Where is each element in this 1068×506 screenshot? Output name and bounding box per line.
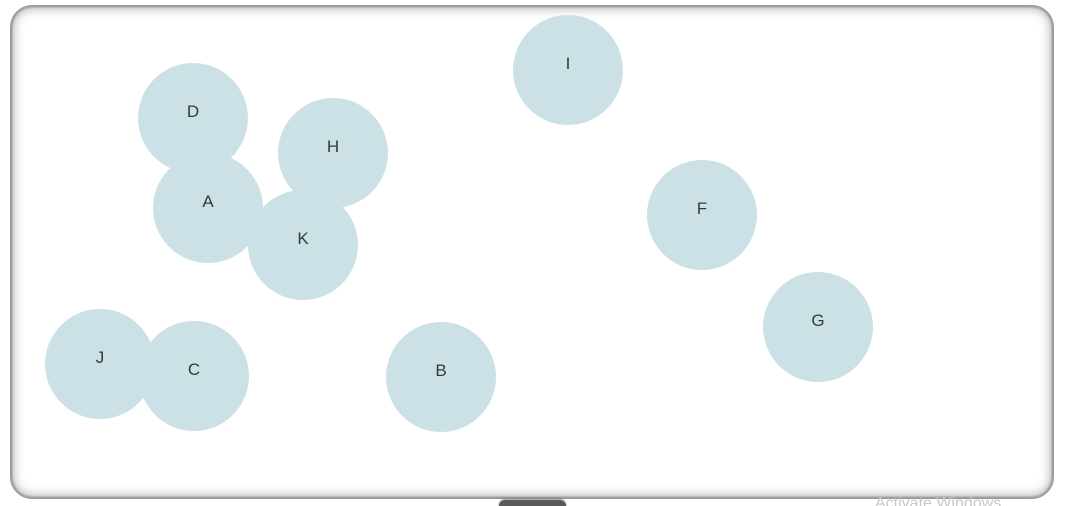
node-j-label: J	[95, 347, 105, 367]
node-a-label: A	[202, 191, 214, 211]
node-c[interactable]: C	[139, 321, 249, 431]
node-i-label: I	[565, 53, 571, 73]
node-k[interactable]: K	[248, 190, 358, 300]
node-h[interactable]: H	[278, 98, 388, 208]
node-g[interactable]: G	[763, 272, 873, 382]
node-j[interactable]: J	[45, 309, 155, 419]
node-d-label: D	[186, 101, 200, 121]
node-f-label: F	[696, 198, 708, 218]
node-f[interactable]: F	[647, 160, 757, 270]
node-b[interactable]: B	[386, 322, 496, 432]
activate-windows-watermark: Activate Windows	[875, 495, 1002, 506]
node-h-label: H	[326, 136, 340, 156]
node-g-label: G	[811, 310, 825, 330]
node-b-label: B	[435, 360, 447, 380]
node-a[interactable]: A	[153, 153, 263, 263]
node-i[interactable]: I	[513, 15, 623, 125]
taskbar-handle[interactable]	[499, 500, 566, 506]
node-canvas[interactable]: A B C D F G H I J K	[10, 5, 1054, 499]
node-c-label: C	[187, 359, 201, 379]
node-d[interactable]: D	[138, 63, 248, 173]
node-k-label: K	[297, 228, 309, 248]
